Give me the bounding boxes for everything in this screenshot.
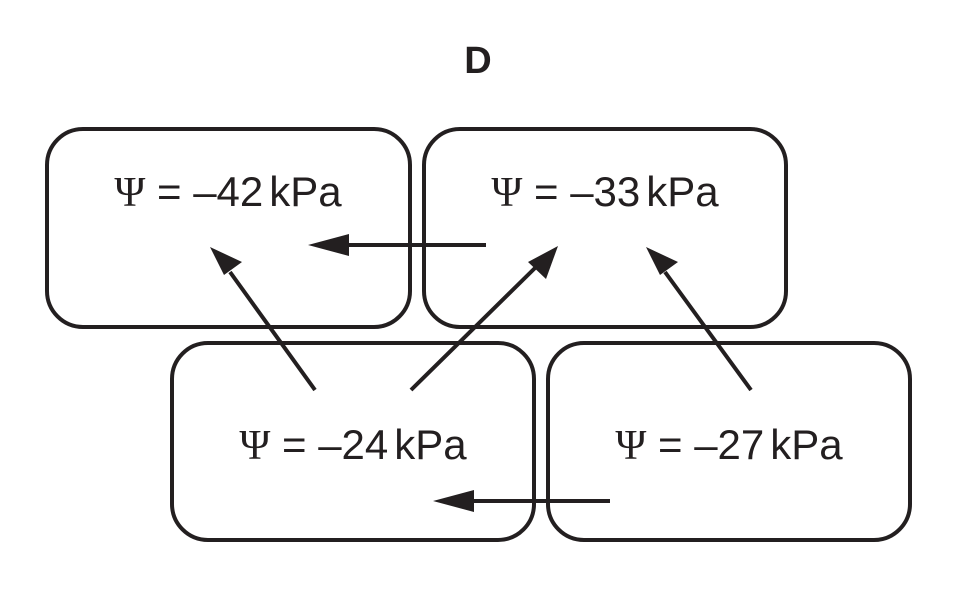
diagram-title: D [464, 40, 492, 82]
cell-outline [546, 341, 912, 542]
arrow-bottom-left-to-top-left [210, 247, 317, 392]
cell-outline [170, 341, 536, 542]
cell-outline [422, 127, 788, 329]
cell-outline [45, 127, 412, 329]
arrow-bottom-left-to-top-right [409, 246, 558, 392]
arrow-bottom-right-to-bottom-left [433, 490, 610, 512]
arrow-bottom-right-to-top-right [646, 247, 753, 392]
arrow-top-right-to-top-left [308, 234, 486, 256]
